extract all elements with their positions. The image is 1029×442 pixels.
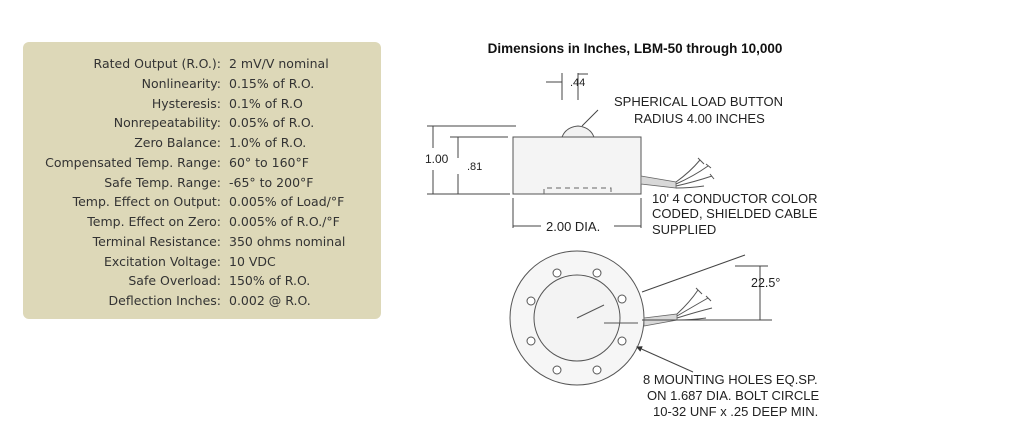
spec-value: 0.05% of R.O. xyxy=(229,115,315,131)
cable-note-line-1: 10' 4 CONDUCTOR COLOR xyxy=(652,191,818,206)
spec-row: Temp. Effect on Zero: 0.005% of R.O./°F xyxy=(23,212,381,232)
spec-value: 350 ohms nominal xyxy=(229,233,346,249)
spec-label: Hysteresis: xyxy=(151,95,221,111)
spec-row: Safe Overload: 150% of R.O. xyxy=(23,271,381,291)
center-mark xyxy=(576,304,605,319)
spec-label: Temp. Effect on Output: xyxy=(72,194,221,210)
holes-note-line-3: 10-32 UNF x .25 DEEP MIN. xyxy=(653,404,818,419)
spec-value: 0.15% of R.O. xyxy=(229,75,315,91)
spec-value: 10 VDC xyxy=(229,253,276,269)
spec-label: Nonrepeatability: xyxy=(113,115,221,131)
spec-row: Excitation Voltage: 10 VDC xyxy=(23,252,381,272)
spec-row: Zero Balance: 1.0% of R.O. xyxy=(23,133,381,153)
cable-note-line-3: SUPPLIED xyxy=(652,222,716,237)
spec-label: Zero Balance: xyxy=(134,135,221,150)
spec-value: 60° to 160°F xyxy=(229,154,309,170)
button-leader xyxy=(581,109,599,127)
spec-row: Hysteresis: 0.1% of R.O xyxy=(23,94,381,114)
spec-row: Terminal Resistance: 350 ohms nominal xyxy=(23,232,381,252)
spec-label: Compensated Temp. Range: xyxy=(45,154,221,170)
spec-label: Temp. Effect on Zero: xyxy=(87,214,221,229)
spec-label: Rated Output (R.O.): xyxy=(93,56,221,71)
side-cable xyxy=(640,175,677,189)
spec-value: -65° to 200°F xyxy=(229,174,314,190)
cable-note-line-2: CODED, SHIELDED CABLE xyxy=(652,206,818,221)
top-cable-wires xyxy=(676,287,713,321)
spec-value: 2 mV/V nominal xyxy=(229,56,329,71)
spec-row: Safe Temp. Range: -65° to 200°F xyxy=(23,173,381,193)
spec-row: Deflection Inches: 0.002 @ R.O. xyxy=(23,291,381,311)
spec-value: 0.005% of R.O./°F xyxy=(229,214,340,229)
spec-row: Rated Output (R.O.): 2 mV/V nominal xyxy=(23,54,381,74)
holes-note-line-2: ON 1.687 DIA. BOLT CIRCLE xyxy=(647,388,820,403)
holes-leader xyxy=(636,346,694,373)
holes-note-line-1: 8 MOUNTING HOLES EQ.SP. xyxy=(643,372,818,387)
spec-label: Deflection Inches: xyxy=(108,293,222,308)
spec-row: Temp. Effect on Output: 0.005% of Load/°F xyxy=(23,192,381,212)
spec-label: Safe Overload: xyxy=(128,273,221,289)
mounting-holes xyxy=(526,268,627,375)
button-dimension xyxy=(546,73,588,100)
spec-row: Nonlinearity: 0.15% of R.O. xyxy=(23,74,381,94)
spec-value: 0.002 @ R.O. xyxy=(229,293,311,308)
button-dimension-label: .44 xyxy=(570,77,585,89)
angle-label: 22.5° xyxy=(751,276,780,290)
spec-label: Excitation Voltage: xyxy=(104,253,221,269)
button-note-line-1: SPHERICAL LOAD BUTTON xyxy=(614,94,783,109)
spec-value: 0.1% of R.O xyxy=(229,95,303,111)
spec-label: Nonlinearity: xyxy=(141,75,221,91)
diameter-dimension-label: 2.00 DIA. xyxy=(546,219,600,234)
spec-label: Safe Temp. Range: xyxy=(104,174,221,190)
height-dimension xyxy=(427,125,516,195)
angle-dimension xyxy=(641,254,772,321)
side-cable-wires xyxy=(675,157,715,189)
spec-row: Compensated Temp. Range: 60° to 160°F xyxy=(23,153,381,173)
spec-row: Nonrepeatability: 0.05% of R.O. xyxy=(23,113,381,133)
spec-value: 150% of R.O. xyxy=(229,273,311,289)
spec-value: 1.0% of R.O. xyxy=(229,135,307,150)
top-view xyxy=(509,250,772,386)
height-dimension-label: 1.00 xyxy=(425,152,449,166)
load-button xyxy=(561,125,595,138)
bottom-recess xyxy=(543,187,612,194)
spec-label: Terminal Resistance: xyxy=(92,233,221,249)
button-note-line-2: RADIUS 4.00 INCHES xyxy=(634,111,765,126)
side-view xyxy=(427,73,715,228)
diameter-dimension xyxy=(512,198,642,228)
cell-body xyxy=(512,136,642,195)
spec-value: 0.005% of Load/°F xyxy=(229,194,345,210)
drawing-title: Dimensions in Inches, LBM-50 through 10,… xyxy=(487,41,783,56)
body-dimension-label: .81 xyxy=(467,161,482,173)
